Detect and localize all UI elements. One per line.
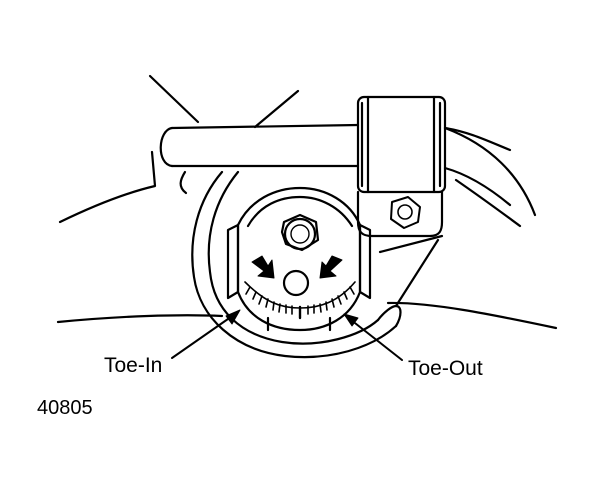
- eccentric-cam: [282, 269, 310, 297]
- adjust-arrow-right: [319, 255, 343, 279]
- figure-number: 40805: [37, 397, 93, 419]
- callout-arrowheads: [225, 309, 359, 327]
- clamp-bolt: [390, 196, 421, 229]
- bushing-clamp: [356, 95, 447, 238]
- cam-adjuster: [226, 186, 372, 332]
- tie-rod-bar: [159, 123, 512, 207]
- adjust-arrow-left: [251, 255, 275, 279]
- toe-in-label: Toe-In: [104, 354, 163, 377]
- adjuster-scale: [244, 281, 356, 320]
- control-arm: [191, 170, 444, 359]
- callout-leaders: [171, 311, 403, 361]
- body-panel-lines: [56, 74, 558, 330]
- adjuster-nut: [280, 213, 320, 252]
- toe-out-label: Toe-Out: [408, 357, 483, 380]
